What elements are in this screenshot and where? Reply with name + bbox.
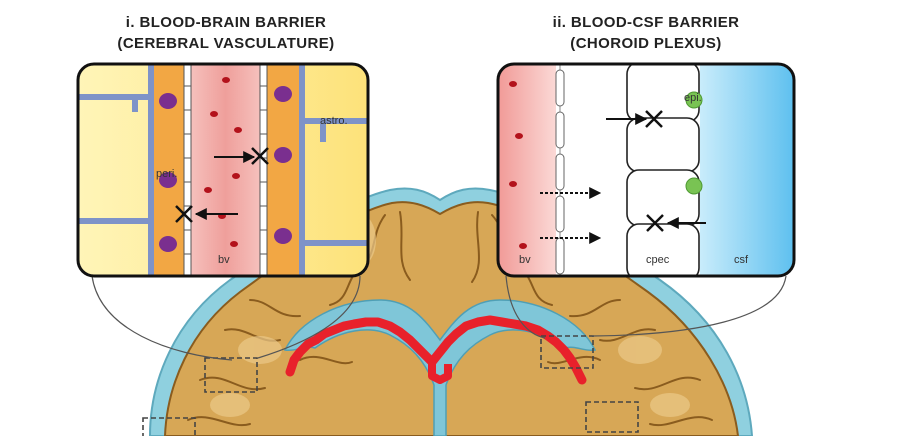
- label-astrocyte: astro.: [320, 115, 348, 127]
- pericyte-nuclei: [159, 86, 292, 252]
- connector-bcsf-left: [505, 275, 546, 339]
- bbb-panel: astro. peri. bv: [76, 62, 370, 278]
- region-box-right-1: [540, 335, 594, 369]
- blood-vessel-bcsf: [498, 64, 556, 276]
- astrocyte-processes: [78, 64, 368, 276]
- label-pericyte: peri.: [156, 168, 177, 180]
- endothelium-right: [259, 64, 268, 276]
- connector-bcsf-right: [591, 275, 787, 337]
- blood-vessel: [184, 64, 267, 276]
- tight-junctions: [184, 85, 267, 255]
- interstitial-space: [565, 64, 625, 276]
- block-x-1: [251, 147, 269, 165]
- red-blood-cells-bcsf: [509, 81, 527, 249]
- bcsf-blocked-arrows: [606, 110, 706, 232]
- bcsf-panel-border: [496, 62, 796, 278]
- label-epi: epi.: [684, 92, 702, 104]
- bcsf-panel: epi. bv cpec csf: [496, 62, 796, 278]
- fenestrated-endothelium: [555, 69, 565, 275]
- connector-bbb-left: [91, 275, 233, 361]
- zoom-connectors: [91, 275, 787, 361]
- label-blood-vessel-bcsf: bv: [519, 254, 531, 266]
- block-x-4: [646, 214, 664, 232]
- endothelium-left: [183, 64, 192, 276]
- choroid-plexus-center: [428, 362, 452, 384]
- region-box-left-1: [204, 357, 258, 393]
- region-box-right-2: [585, 401, 639, 433]
- epiplexus-cells: [685, 91, 703, 195]
- bbb-blocked-arrows: [175, 147, 269, 223]
- label-cpec: cpec: [646, 254, 670, 266]
- red-blood-cells-bbb: [204, 77, 242, 247]
- connector-bbb-right: [257, 275, 361, 359]
- region-markers: [142, 335, 639, 441]
- choroid-epithelial-cells: [626, 64, 700, 276]
- label-csf: csf: [734, 254, 749, 266]
- bbb-title-line1: i. BLOOD-BRAIN BARRIER: [126, 14, 326, 31]
- block-x-3: [645, 110, 663, 128]
- bbb-panel-border: [76, 62, 370, 278]
- block-x-2: [175, 205, 193, 223]
- csf-space: [700, 64, 794, 276]
- bbb-title-line2: (CEREBRAL VASCULATURE): [117, 35, 334, 52]
- fenestration-arrows: [540, 187, 602, 244]
- region-box-left-2: [142, 417, 196, 441]
- bcsf-title-line1: ii. BLOOD-CSF BARRIER: [553, 14, 740, 31]
- bcsf-title-line2: (CHOROID PLEXUS): [570, 35, 721, 52]
- label-blood-vessel-bbb: bv: [218, 254, 230, 266]
